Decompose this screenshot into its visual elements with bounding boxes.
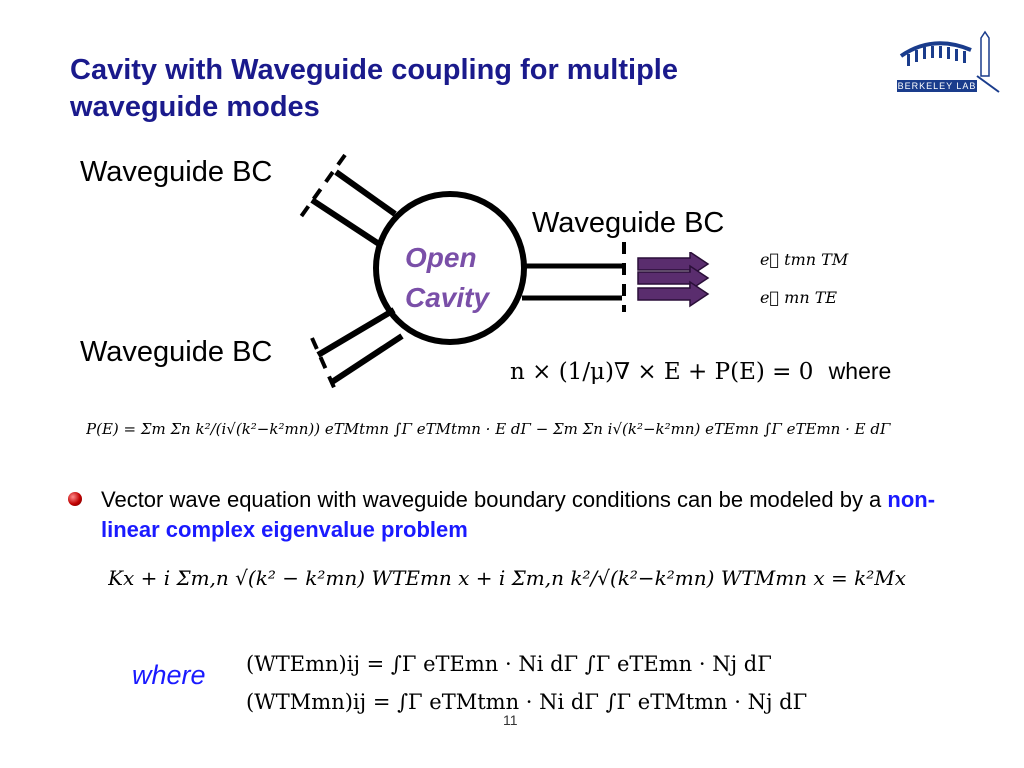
waveguide-bc-label-bottom-left: Waveguide BC <box>80 336 273 368</box>
bullet-text-main: Vector wave equation with waveguide boun… <box>101 487 888 512</box>
equation-boundary-where: where <box>828 358 892 384</box>
bullet-text: Vector wave equation with waveguide boun… <box>101 485 961 545</box>
arrow-icon <box>637 280 710 308</box>
mode-arrows <box>637 252 710 308</box>
bullet-icon <box>68 492 82 506</box>
slide-title: Cavity with Waveguide coupling for multi… <box>70 54 678 123</box>
where-label: where <box>132 660 206 690</box>
equation-boundary-body: n × (1/μ)∇ × E + P(E) = 0 <box>510 359 814 385</box>
cavity-diagram <box>298 153 626 393</box>
mode-tm-label: e⃗ tmn TM <box>760 250 849 269</box>
waveguide-bc-label-top-left: Waveguide BC <box>80 156 273 188</box>
cavity-label-line2: Cavity <box>405 282 490 313</box>
cavity-label-line1: Open <box>405 242 477 273</box>
equation-eigenproblem: Kx + i Σm,n √(k² − k²mn) WTEmn x + i Σm,… <box>108 566 907 590</box>
bullet-text-highlight: non-linear complex eigenvalue problem <box>101 487 936 542</box>
berkeley-lab-logo-icon <box>897 30 1000 93</box>
page-number: 11 <box>503 712 518 728</box>
equation-p-operator: P(E) = Σm Σn k²/(i√(k²−k²mn)) eTMtmn ∫Γ … <box>86 420 891 438</box>
equation-wtm: (WTMmn)ij = ∫Γ eTMtmn · Ni dΓ ∫Γ eTMtmn … <box>246 690 808 714</box>
mode-te-label: e⃗ mn TE <box>760 288 838 307</box>
logo-text: Berkeley Lab <box>897 81 977 91</box>
equation-boundary: n × (1/μ)∇ × E + P(E) = 0 where <box>510 358 891 385</box>
berkeley-lab-logo: Berkeley Lab <box>893 30 1003 96</box>
equation-wte: (WTEmn)ij = ∫Γ eTEmn · Ni dΓ ∫Γ eTEmn · … <box>246 652 772 676</box>
open-cavity-label: Open Cavity <box>405 238 489 318</box>
waveguide-bc-label-right: Waveguide BC <box>532 207 725 239</box>
